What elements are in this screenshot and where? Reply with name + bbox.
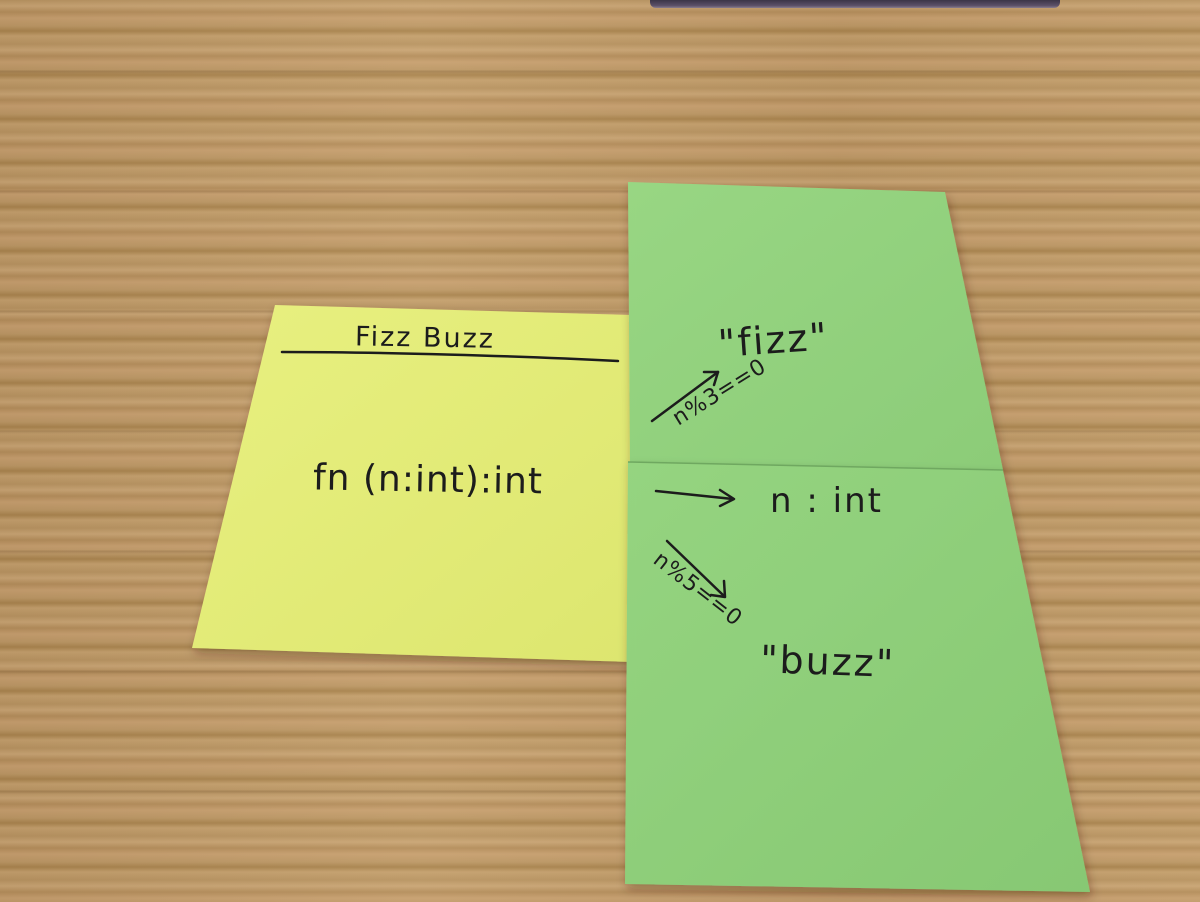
title-underline bbox=[280, 350, 620, 363]
function-signature: fn (n:int):int bbox=[313, 457, 544, 502]
arrow-to-buzz bbox=[665, 539, 727, 599]
arrow-to-n-int bbox=[654, 488, 736, 508]
green-notes-seam bbox=[627, 461, 1004, 471]
fizz-output: "fizz" bbox=[717, 314, 831, 366]
yellow-sticky-note bbox=[192, 305, 632, 662]
green-sticky-note-top bbox=[628, 182, 1003, 470]
dark-object-at-top-edge bbox=[650, 0, 1060, 8]
buzz-output: "buzz" bbox=[759, 637, 896, 686]
arrow-to-fizz bbox=[650, 370, 720, 423]
note-title: Fizz Buzz bbox=[355, 321, 496, 354]
green-sticky-note-bottom bbox=[625, 462, 1090, 892]
middle-type-label: n : int bbox=[770, 481, 883, 521]
